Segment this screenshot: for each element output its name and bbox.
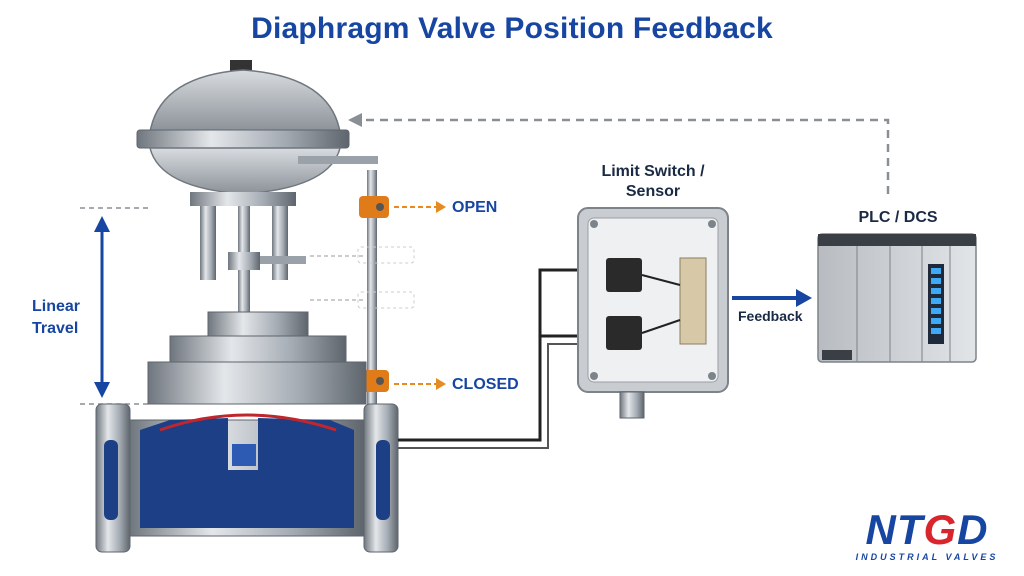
feedback-loop-dashed-line bbox=[348, 113, 890, 194]
logo-subtitle: INDUSTRIAL VALVES bbox=[855, 552, 999, 562]
plc-rack-icon bbox=[817, 233, 977, 363]
limit-switch-label: Limit Switch / Sensor bbox=[601, 163, 705, 200]
page-title: Diaphragm Valve Position Feedback bbox=[251, 12, 773, 45]
linear-travel-label: Linear Travel bbox=[32, 298, 81, 337]
linear-travel-indicator bbox=[80, 207, 148, 405]
feedback-arrow bbox=[732, 289, 812, 307]
logo-part-g: G bbox=[923, 506, 958, 553]
feedback-label: Feedback bbox=[738, 308, 803, 324]
logo-wordmark: NTGD bbox=[842, 506, 1012, 554]
closed-position-clamp bbox=[359, 370, 446, 392]
open-position-clamp bbox=[359, 196, 446, 218]
ntgd-logo: NTGD INDUSTRIAL VALVES bbox=[842, 506, 1012, 572]
actuator-icon bbox=[136, 60, 350, 206]
open-label: OPEN bbox=[452, 199, 498, 216]
valve-bonnet bbox=[147, 311, 367, 405]
logo-part-d: D bbox=[957, 506, 989, 553]
yoke-and-stem bbox=[200, 156, 415, 416]
limit-switch-box-icon bbox=[577, 207, 729, 419]
valve-icon bbox=[95, 403, 399, 553]
plc-label: PLC / DCS bbox=[858, 209, 938, 226]
closed-label: CLOSED bbox=[452, 376, 519, 393]
cable-icon bbox=[398, 268, 580, 449]
logo-part-nt: NT bbox=[865, 506, 924, 553]
